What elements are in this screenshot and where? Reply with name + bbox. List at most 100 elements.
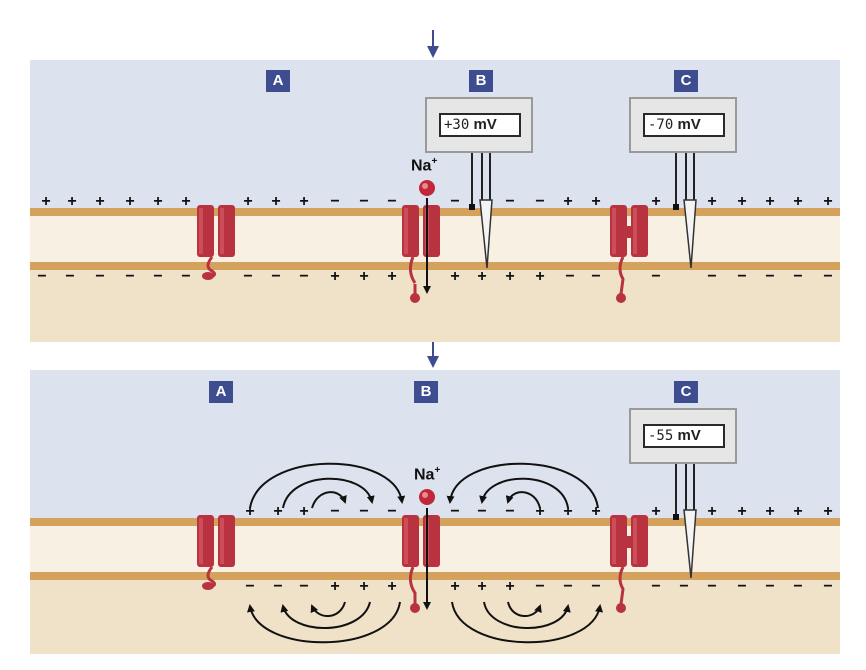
outer-charges-2: +++ −−− −−− +++ +++ +++ [245,503,832,520]
svg-text:+: + [765,503,774,520]
svg-text:+: + [707,503,716,520]
svg-text:+: + [651,193,660,210]
svg-text:+: + [707,193,716,210]
svg-text:+: + [535,503,544,520]
svg-text:+: + [737,503,746,520]
svg-text:−: − [271,268,280,285]
svg-text:−: − [245,578,254,595]
svg-text:−: − [535,193,544,210]
svg-text:−: − [651,578,660,595]
svg-text:+: + [181,193,190,210]
electrode-b [469,152,493,269]
svg-text:−: − [359,193,368,210]
svg-text:−: − [535,578,544,595]
svg-text:+: + [477,578,486,595]
label-b-2: B [414,381,438,403]
voltmeter-b-value: +30 [444,117,470,133]
sodium-channel-b-2 [402,515,440,613]
intracellular-space [30,270,840,342]
svg-text:+: + [299,503,308,520]
label-c-2: C [674,381,698,403]
svg-text:+: + [823,503,832,520]
svg-text:−: − [707,578,716,595]
svg-text:+: + [359,578,368,595]
svg-text:−: − [793,578,802,595]
svg-text:−: − [387,503,396,520]
svg-text:−: − [563,578,572,595]
svg-text:−: − [299,578,308,595]
svg-text:+: + [67,193,76,210]
svg-text:+: + [505,578,514,595]
svg-text:+: + [793,193,802,210]
svg-text:−: − [707,268,716,285]
svg-text:−: − [793,268,802,285]
voltmeter-c-2-unit: mV [677,427,701,444]
sodium-channel-c [610,205,648,303]
sodium-channel-a-2 [197,515,235,590]
svg-text:−: − [330,503,339,520]
svg-text:+: + [330,578,339,595]
inner-charges: −−− −−− −−− +++ +++ +−− −−− −−− [37,268,832,285]
svg-text:−: − [450,193,459,210]
svg-text:+: + [737,193,746,210]
svg-text:+: + [450,268,459,285]
svg-text:−: − [591,268,600,285]
electrode-c [673,152,697,269]
svg-text:+: + [387,268,396,285]
svg-text:+: + [273,503,282,520]
svg-text:+: + [95,193,104,210]
svg-text:+: + [387,578,396,595]
voltmeter-c-unit: mV [677,116,701,133]
svg-text:−: − [679,578,688,595]
label-c: C [674,70,698,92]
svg-text:+: + [563,193,572,210]
svg-text:+: + [450,578,459,595]
svg-text:−: − [823,268,832,285]
svg-text:−: − [565,268,574,285]
svg-text:+: + [243,193,252,210]
svg-text:+: + [299,193,308,210]
svg-text:+: + [651,503,660,520]
svg-text:−: − [591,578,600,595]
svg-text:−: − [125,268,134,285]
voltmeter-b: +30 mV [425,97,533,153]
svg-text:+: + [505,268,514,285]
voltmeter-b-display: +30 mV [439,113,521,137]
svg-text:+: + [41,193,50,210]
svg-text:−: − [181,268,190,285]
svg-text:+: + [535,268,544,285]
voltmeter-c-value: -70 [648,117,674,133]
electrode-c-2 [673,462,697,579]
label-b: B [469,70,493,92]
svg-text:+: + [793,503,802,520]
svg-text:+: + [359,268,368,285]
inner-charges-2: −−− +++ +++ −−− −−− −−− − [245,578,832,595]
svg-text:−: − [651,268,660,285]
svg-text:−: − [450,503,459,520]
svg-text:−: − [359,503,368,520]
svg-text:−: − [65,268,74,285]
voltmeter-c-2-value: -55 [648,428,674,444]
svg-text:−: − [95,268,104,285]
outer-charges: +++ +++ +++ −−− −−− ++ +++ +++ [41,193,832,210]
local-current-right [446,462,603,644]
voltmeter-c-2: -55 mV [629,408,737,464]
sodium-channel-b [402,205,440,303]
sodium-channel-a [197,205,235,280]
svg-text:−: − [243,268,252,285]
svg-text:−: − [37,268,46,285]
svg-text:+: + [765,193,774,210]
svg-text:−: − [330,193,339,210]
svg-text:+: + [125,193,134,210]
label-a: A [266,70,290,92]
svg-text:−: − [299,268,308,285]
svg-text:−: − [823,578,832,595]
svg-text:+: + [245,503,254,520]
svg-text:−: − [273,578,282,595]
voltmeter-c-display: -70 mV [643,113,725,137]
sodium-ion-label: Na+ [411,156,438,175]
intracellular-space-2 [30,580,840,654]
svg-text:+: + [591,193,600,210]
svg-text:−: − [505,193,514,210]
svg-text:+: + [330,268,339,285]
